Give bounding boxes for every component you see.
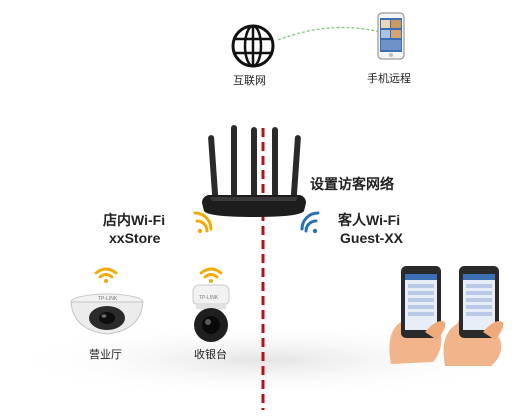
ptz-camera-icon [192,284,230,342]
ptz-camera-brand: TP-LINK [199,295,219,301]
remote-label: 手机远程 [367,73,411,85]
globe-icon [231,24,275,68]
phone-icon [377,12,405,60]
wifi-camera-hall-icon [94,267,118,283]
camera-cashier-label: 收银台 [194,349,227,361]
guest-setup-label: 设置访客网络 [310,176,394,192]
store-wifi-line1: 店内Wi-Fi [103,212,166,228]
guest-wifi-line1: 客人Wi-Fi [338,212,401,228]
router-icon [202,125,306,217]
guest-wifi-line2: Guest-XX [340,230,404,246]
wifi-store-icon [193,211,213,234]
wifi-guest-icon [300,211,320,234]
wifi-camera-cashier-icon [199,267,223,283]
hands-phones-icon [389,266,504,366]
dome-camera-icon [70,293,144,335]
dome-camera-brand: TP-LINK [98,296,118,302]
store-wifi-line2: xxStore [109,230,161,246]
internet-label: 互联网 [233,75,266,87]
camera-hall-label: 营业厅 [89,349,122,361]
